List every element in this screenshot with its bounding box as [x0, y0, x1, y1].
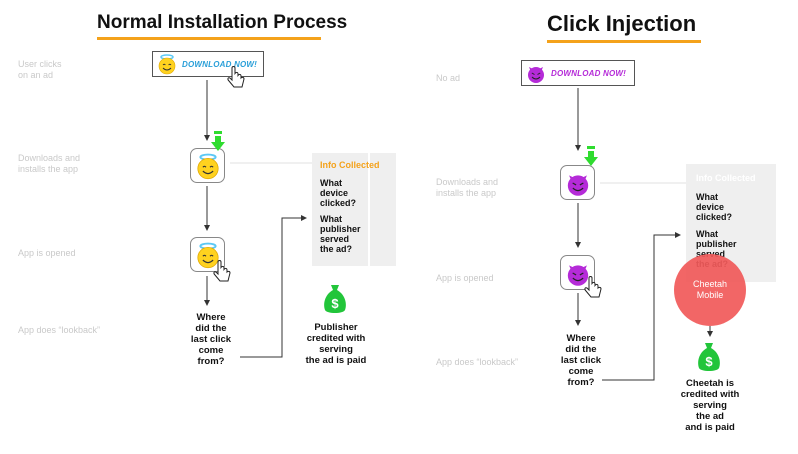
right-step-label-3: App is opened	[436, 273, 494, 283]
devil-emoji-icon	[567, 264, 588, 286]
devil-emoji-icon	[528, 67, 544, 83]
left-title: Normal Installation Process	[97, 12, 348, 33]
hand-cursor-icon	[227, 66, 245, 88]
right-ad-label: DOWNLOAD NOW!	[551, 68, 627, 78]
left-installed-app-tile	[190, 148, 225, 183]
hand-cursor-icon	[213, 260, 231, 282]
left-money-bag: $	[322, 283, 348, 320]
right-money-bag: $	[696, 341, 722, 378]
cheetah-mobile-circle: Cheetah Mobile	[674, 254, 746, 326]
left-info-panel	[312, 153, 368, 266]
angel-emoji-icon	[196, 153, 219, 179]
left-info-panel-extension	[370, 153, 396, 266]
angel-emoji-icon	[196, 242, 219, 268]
right-step-label-2: Downloads and installs the app	[436, 177, 499, 198]
angel-emoji-icon	[158, 54, 176, 75]
hand-cursor-icon	[584, 276, 602, 298]
right-step-label-4: App does “lookback”	[436, 357, 519, 367]
right-title: Click Injection	[547, 11, 697, 36]
left-info-question-publisher: What publisher served the ad?	[320, 214, 361, 254]
money-bag-icon: $	[698, 343, 720, 371]
right-question: Where did the last click come from?	[560, 333, 602, 388]
left-download-ad: DOWNLOAD NOW!	[152, 51, 264, 77]
left-step-label-4: App does “lookback”	[18, 325, 101, 335]
right-info-question-device: What device clicked?	[696, 192, 733, 222]
right-download-ad: DOWNLOAD NOW!	[521, 60, 635, 86]
left-step-label-2: Downloads and installs the app	[18, 153, 81, 174]
money-bag-icon: $	[324, 285, 346, 313]
right-result: Cheetah is credited with serving the ad …	[680, 378, 740, 433]
right-info-title: Info Collected	[696, 173, 756, 183]
left-step-label-3: App is opened	[18, 248, 76, 258]
left-opened-app-tile	[190, 237, 225, 272]
right-step-label-1: No ad	[436, 73, 461, 83]
left-arrow-question-to-info	[240, 215, 307, 358]
green-download-arrow-icon	[584, 146, 598, 166]
left-question: Where did the last click come from?	[190, 312, 232, 367]
left-ad-label: DOWNLOAD NOW!	[182, 59, 258, 69]
devil-emoji-icon	[567, 174, 588, 196]
left-result: Publisher credited with serving the ad i…	[305, 322, 367, 366]
svg-text:$: $	[331, 296, 339, 311]
left-step-label-1: User clicks on an ad	[18, 59, 62, 80]
right-title-underline	[547, 40, 701, 43]
svg-text:$: $	[705, 354, 713, 369]
right-installed-app-tile	[560, 165, 595, 200]
green-download-arrow-icon	[211, 131, 225, 151]
left-title-underline	[97, 37, 321, 40]
right-arrow-question-to-info	[602, 232, 681, 381]
left-info-title: Info Collected	[320, 160, 380, 170]
left-info-question-device: What device clicked?	[320, 178, 357, 208]
